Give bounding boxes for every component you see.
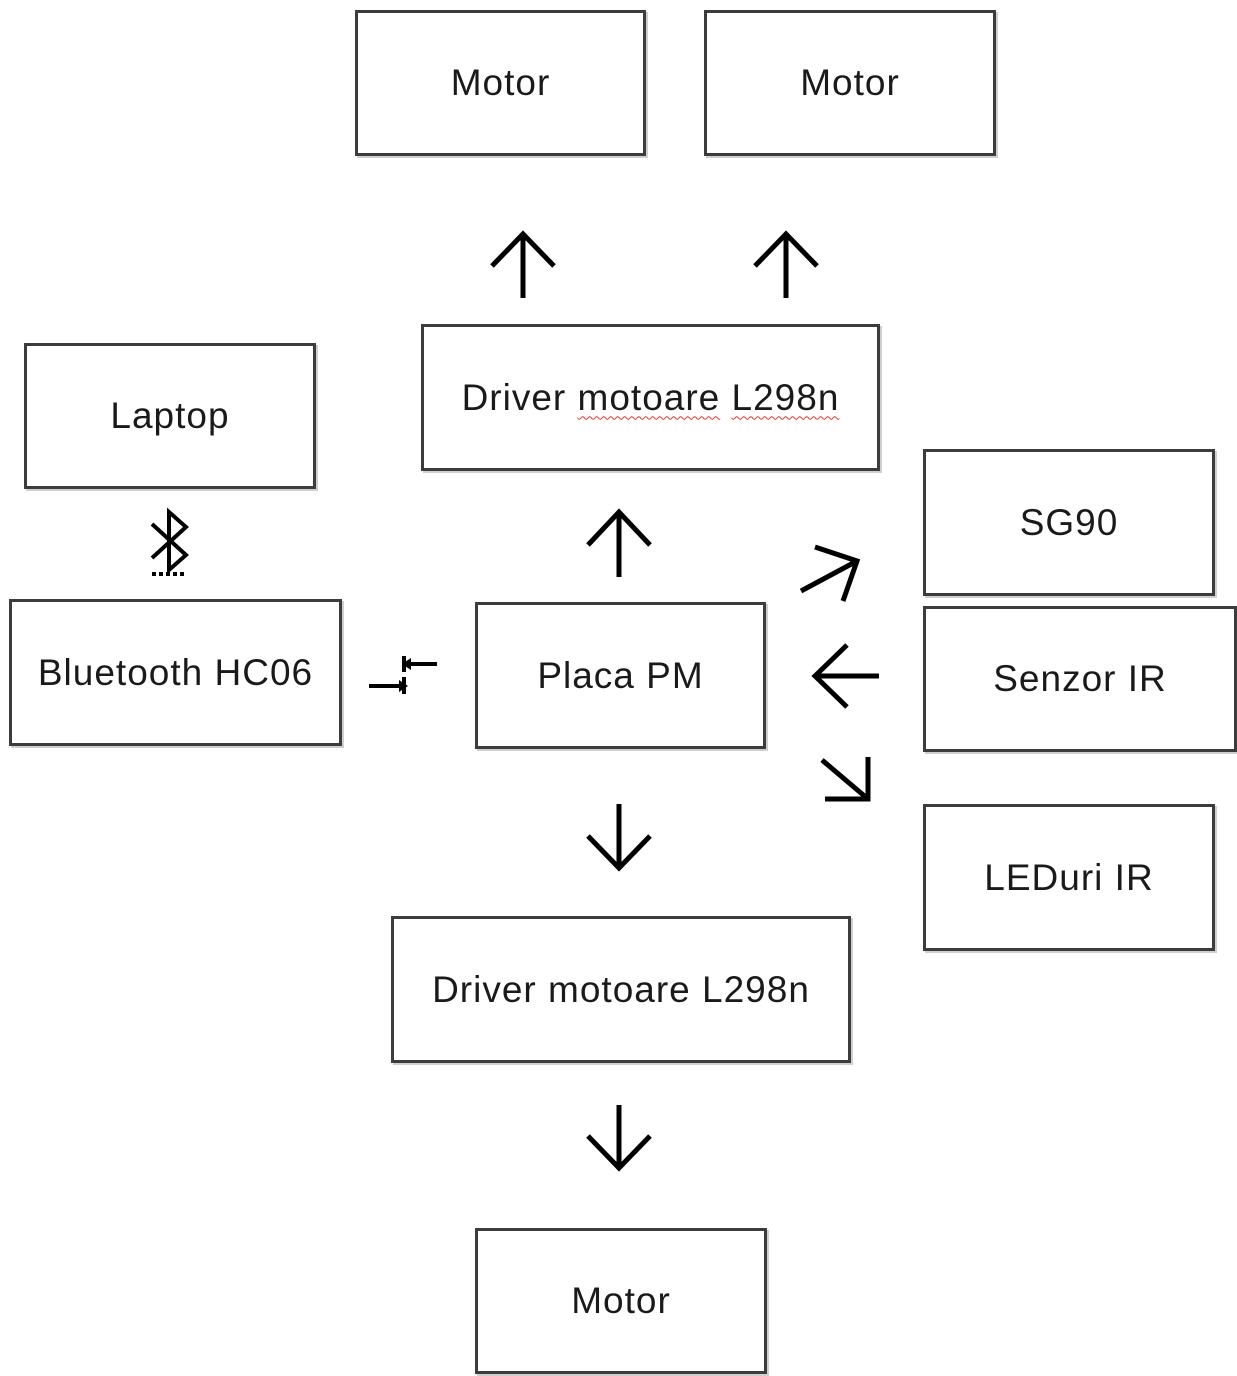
bluetooth-box: Bluetooth HC06 [9,599,342,746]
arrow-down-driver-motor [586,1105,652,1172]
motor-top-right-box: Motor [704,10,996,156]
motor-bottom-label: Motor [571,1280,671,1321]
driver-top-word-1: Driver [461,376,567,418]
driver-bottom-box: Driver motoare L298n [391,916,851,1063]
bluetooth-label: Bluetooth HC06 [37,651,314,693]
placa-pm-box: Placa PM [475,602,766,749]
placa-pm-label: Placa PM [537,654,704,696]
motor-top-left-box: Motor [355,10,646,156]
senzor-ir-box: Senzor IR [923,606,1237,752]
leduri-ir-label: LEDuri IR [984,856,1154,898]
arrow-left-senzor-placa [811,643,879,709]
laptop-box: Laptop [24,343,316,489]
driver-bottom-label: Driver motoare L298n [432,968,810,1010]
arrow-up-right-motor [753,230,819,298]
arrow-up-placa-driver [586,508,652,577]
motor-top-left-label: Motor [450,62,551,103]
arrow-diag-up-sg90 [799,544,861,602]
arrow-diag-down-leduri [820,757,871,802]
laptop-label: Laptop [110,395,230,436]
arrow-up-left-motor [490,230,556,298]
motor-top-right-label: Motor [800,62,900,103]
sg90-box: SG90 [923,449,1215,596]
driver-top-box: Driver motoare L298n [421,324,880,471]
driver-top-word-3: L298n [731,376,840,418]
sg90-label: SG90 [1019,501,1119,543]
motor-bottom-box: Motor [475,1228,767,1374]
bluetooth-icon [150,507,189,576]
bidirectional-arrows-icon [369,656,437,694]
driver-top-word-2: motoare [577,376,721,418]
arrow-down-placa-driver [586,804,652,872]
driver-top-label: Driver motoare L298n [462,377,840,419]
leduri-ir-box: LEDuri IR [923,804,1215,951]
senzor-ir-label: Senzor IR [993,658,1167,699]
